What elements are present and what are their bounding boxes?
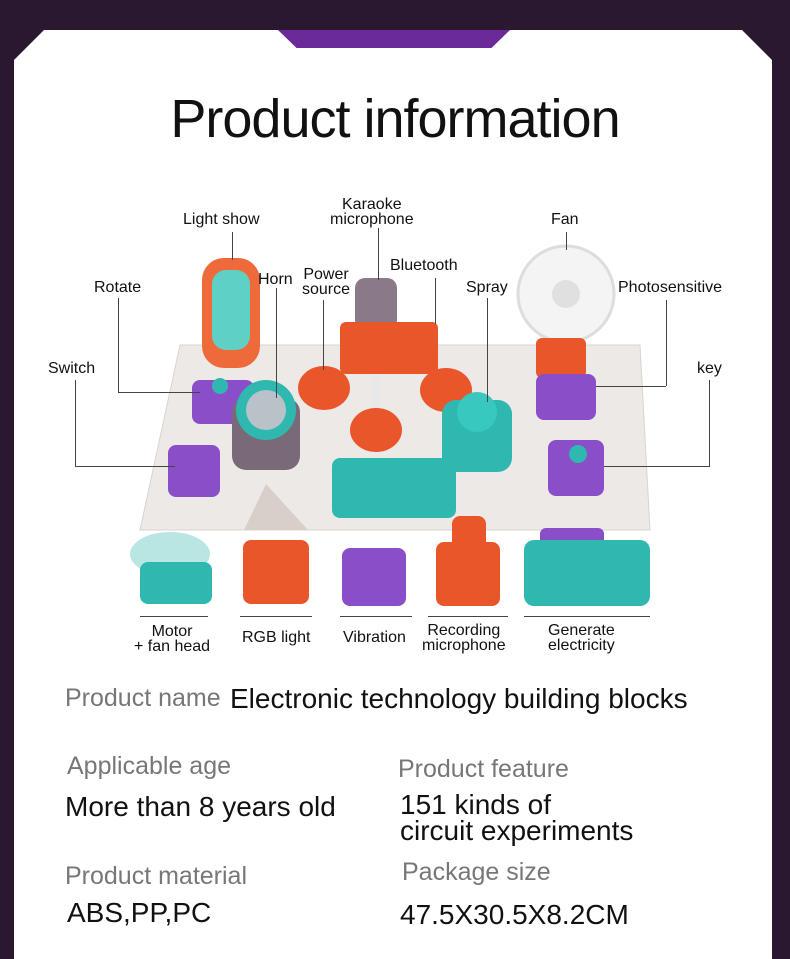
leader-line	[566, 232, 567, 250]
product-name-value: Electronic technology building blocks	[230, 683, 688, 714]
label-photosensitive: Photosensitive	[618, 279, 723, 296]
product-feature-label: Product feature	[398, 755, 569, 783]
label-power-source: Power source	[302, 266, 351, 298]
label-karaoke-microphone: Karaoke microphone	[330, 196, 414, 228]
leader-line	[118, 392, 200, 393]
underline	[340, 616, 412, 617]
power-source-block	[298, 366, 350, 410]
switch-block	[168, 445, 220, 497]
motor-fan-block	[130, 532, 212, 604]
label-key: key	[697, 360, 722, 377]
package-size-label: Package size	[402, 858, 551, 886]
leader-line	[378, 228, 379, 280]
karaoke-mic-block	[355, 278, 397, 330]
product-material-value: ABS,PP,PC	[67, 897, 212, 928]
product-name-label: Product name	[65, 684, 221, 712]
label-rotate: Rotate	[94, 279, 142, 296]
package-size-value: 47.5X30.5X8.2CM	[400, 899, 629, 930]
underline	[428, 616, 508, 617]
recording-mic-block	[436, 516, 500, 606]
rgb-light-block	[243, 484, 309, 604]
power-supply-block	[332, 458, 456, 518]
product-feature-value: 151 kinds of circuit experiments	[400, 789, 634, 846]
generator-block	[524, 528, 650, 606]
leader-line	[323, 300, 324, 370]
label-horn: Horn	[258, 271, 293, 288]
label-rgb-light: RGB light	[242, 629, 311, 646]
label-motor-fan-head: Motor + fan head	[134, 623, 211, 655]
leader-line	[487, 298, 488, 402]
label-light-show: Light show	[183, 211, 260, 228]
leader-line	[709, 380, 710, 466]
leader-line	[435, 278, 436, 324]
leader-line	[604, 466, 710, 467]
label-generate-electricity: Generate electricity	[548, 622, 615, 654]
applicable-age-value: More than 8 years old	[65, 791, 336, 822]
underline	[240, 616, 312, 617]
page-title: Product information	[170, 89, 620, 149]
label-fan: Fan	[551, 211, 579, 228]
leader-line	[75, 466, 175, 467]
leader-line	[666, 300, 667, 386]
label-spray: Spray	[466, 279, 508, 296]
underline	[524, 616, 650, 617]
underline	[140, 616, 208, 617]
label-bluetooth: Bluetooth	[390, 257, 458, 274]
leader-line	[232, 232, 233, 260]
leader-line	[276, 288, 277, 398]
applicable-age-label: Applicable age	[67, 752, 232, 780]
label-recording-microphone: Recording microphone	[422, 622, 506, 654]
product-material-label: Product material	[65, 862, 248, 890]
key-block	[548, 440, 604, 496]
leader-line	[118, 298, 119, 392]
label-switch: Switch	[48, 360, 96, 377]
vibration-block	[342, 548, 406, 606]
label-vibration: Vibration	[343, 629, 406, 646]
photosensitive-block	[536, 374, 596, 420]
leader-line	[596, 386, 666, 387]
header-tab	[278, 30, 510, 48]
leader-line	[75, 380, 76, 466]
